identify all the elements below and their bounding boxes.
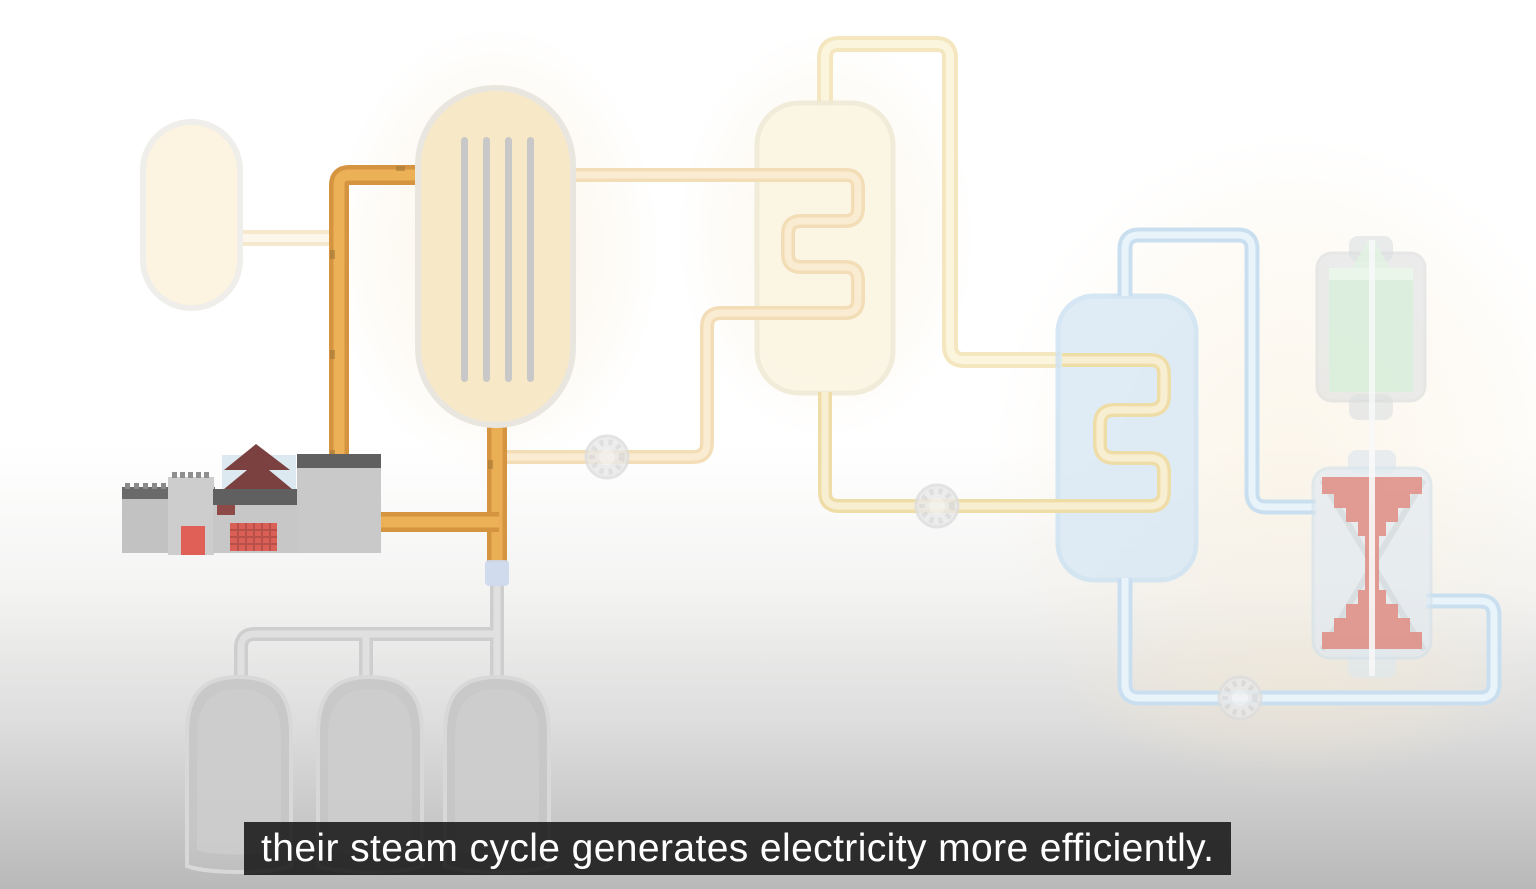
pump-icon [914, 483, 960, 529]
reactor-drain-pipe [485, 424, 509, 586]
pressurizer-vessel [140, 119, 333, 311]
building-block [168, 472, 214, 555]
turbine-steam-pipe [1117, 227, 1502, 706]
pump-icon [584, 434, 630, 480]
coolant-pumps [584, 434, 1263, 721]
building-block [213, 489, 298, 553]
steam-turbine [1311, 240, 1433, 678]
pump-icon [1217, 675, 1263, 721]
dome-roof-upper [224, 444, 290, 470]
building-block [297, 454, 381, 553]
drive-shaft [1369, 240, 1375, 676]
control-rods [461, 137, 534, 382]
reactor-vessel [415, 85, 576, 428]
dome-roof-lower [218, 461, 298, 494]
drain-valve [485, 560, 509, 586]
red-door [181, 526, 205, 555]
steam-pipe [817, 36, 1062, 368]
condenser [818, 293, 1199, 583]
subtitle-caption: their steam cycle generates electricity … [244, 822, 1232, 875]
subtitle-text: their steam cycle generates electricity … [261, 826, 1215, 870]
plant-building [122, 444, 381, 555]
